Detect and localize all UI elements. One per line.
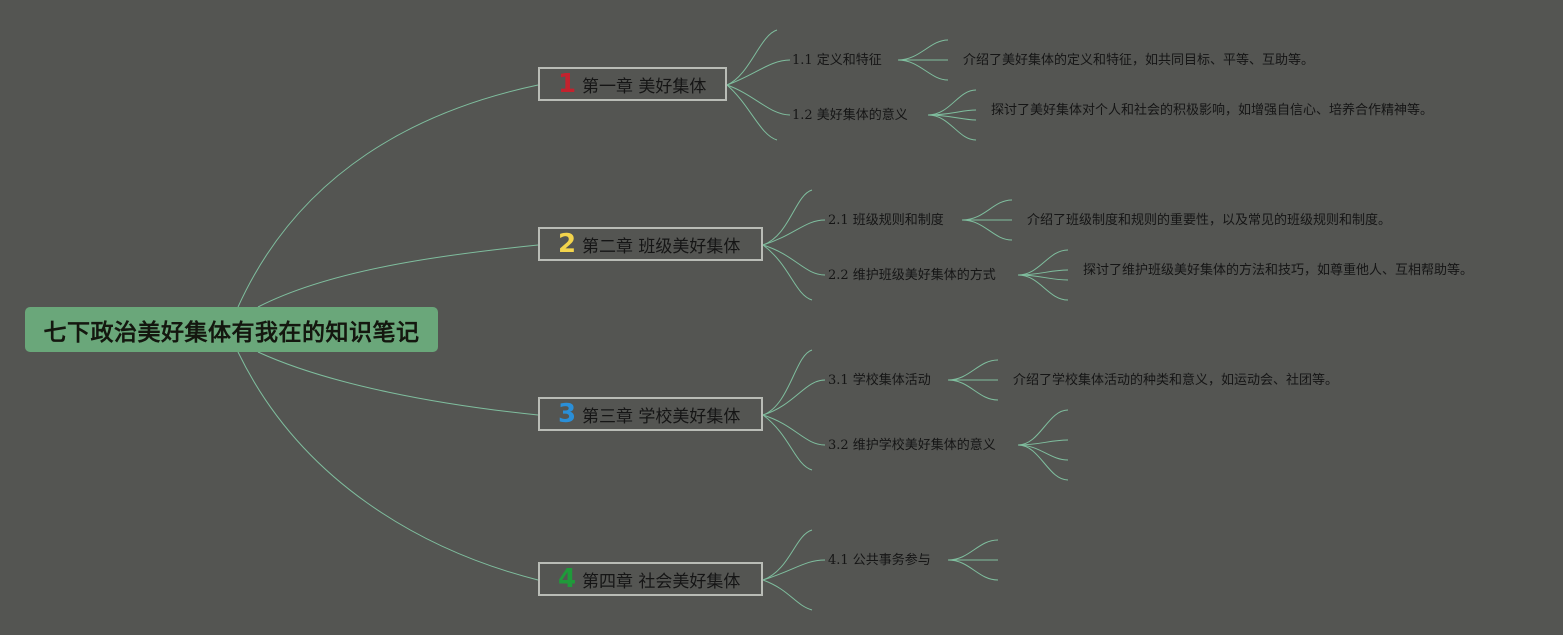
- section-node-4-1[interactable]: 4.1 公共事务参与: [828, 553, 931, 569]
- chapter-label: 第二章 班级美好集体: [582, 236, 741, 257]
- detail-text: 介绍了学校集体活动的种类和意义，如运动会、社团等。: [1013, 373, 1339, 388]
- chapter-node-4[interactable]: 4 第四章 社会美好集体: [538, 562, 763, 596]
- section-node-1-1[interactable]: 1.1 定义和特征: [792, 53, 882, 69]
- chapter-number-2-icon: 2: [557, 229, 577, 259]
- chapter-node-1[interactable]: 1 第一章 美好集体: [538, 67, 727, 101]
- chapter-label: 第四章 社会美好集体: [582, 571, 741, 592]
- chapter-number-1-icon: 1: [557, 69, 577, 99]
- root-topic[interactable]: 七下政治美好集体有我在的知识笔记: [25, 307, 438, 352]
- connector-root-ch1: [237, 84, 539, 308]
- section-node-1-2[interactable]: 1.2 美好集体的意义: [792, 108, 908, 124]
- connector-root-ch4: [237, 351, 539, 581]
- detail-text: 探讨了美好集体对个人和社会的积极影响，如增强自信心、培养合作精神等。: [991, 103, 1434, 118]
- section-label: 2.2 维护班级美好集体的方式: [828, 268, 996, 283]
- chapter-node-3[interactable]: 3 第三章 学校美好集体: [538, 397, 763, 431]
- detail-text: 介绍了班级制度和规则的重要性，以及常见的班级规则和制度。: [1027, 213, 1392, 228]
- chapter-label: 第三章 学校美好集体: [582, 406, 741, 427]
- section-label: 3.1 学校集体活动: [828, 373, 931, 388]
- section-detail-2-1[interactable]: 介绍了班级制度和规则的重要性，以及常见的班级规则和制度。: [1027, 213, 1391, 229]
- section-label: 4.1 公共事务参与: [828, 553, 931, 568]
- section-label: 1.2 美好集体的意义: [792, 108, 908, 123]
- connector-root-ch3: [257, 351, 539, 416]
- section-detail-1-1[interactable]: 介绍了美好集体的定义和特征，如共同目标、平等、互助等。: [963, 53, 1314, 69]
- chapter-node-2[interactable]: 2 第二章 班级美好集体: [538, 227, 763, 261]
- section-label: 3.2 维护学校美好集体的意义: [828, 438, 996, 453]
- chapter-label: 第一章 美好集体: [582, 76, 707, 97]
- section-detail-2-2[interactable]: 探讨了维护班级美好集体的方法和技巧，如尊重他人、互相帮助等。: [1083, 263, 1473, 279]
- section-node-2-1[interactable]: 2.1 班级规则和制度: [828, 213, 944, 229]
- detail-text: 介绍了美好集体的定义和特征，如共同目标、平等、互助等。: [963, 53, 1315, 68]
- chapter-number-4-icon: 4: [557, 564, 577, 594]
- section-label: 1.1 定义和特征: [792, 53, 882, 68]
- section-node-2-2[interactable]: 2.2 维护班级美好集体的方式: [828, 268, 996, 284]
- section-node-3-2[interactable]: 3.2 维护学校美好集体的意义: [828, 438, 996, 454]
- section-detail-3-1[interactable]: 介绍了学校集体活动的种类和意义，如运动会、社团等。: [1013, 373, 1338, 389]
- detail-text: 探讨了维护班级美好集体的方法和技巧，如尊重他人、互相帮助等。: [1083, 263, 1474, 278]
- section-node-3-1[interactable]: 3.1 学校集体活动: [828, 373, 931, 389]
- section-label: 2.1 班级规则和制度: [828, 213, 944, 228]
- chapter-number-3-icon: 3: [557, 399, 577, 429]
- root-title: 七下政治美好集体有我在的知识笔记: [43, 319, 420, 346]
- section-detail-1-2[interactable]: 探讨了美好集体对个人和社会的积极影响，如增强自信心、培养合作精神等。: [991, 103, 1433, 119]
- connector-root-ch2: [257, 244, 539, 308]
